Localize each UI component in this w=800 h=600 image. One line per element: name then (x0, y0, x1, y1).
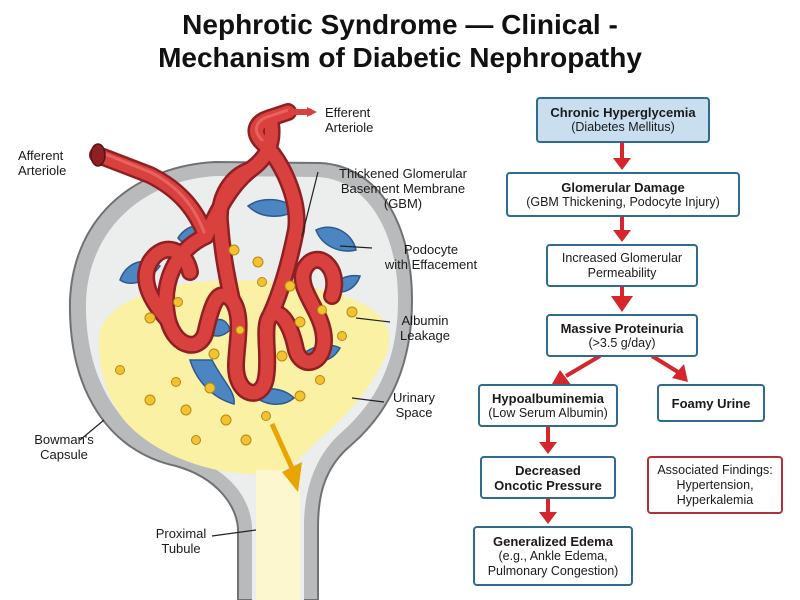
hyperglycemia-box: Chronic Hyperglycemia (Diabetes Mellitus… (536, 97, 710, 143)
leader-lines (79, 171, 391, 537)
edema-box: Generalized Edema (e.g., Ankle Edema, Pu… (473, 526, 633, 586)
associated-findings-box: Associated Findings: Hypertension, Hyper… (647, 456, 783, 514)
down-arrow-icon (269, 422, 302, 492)
capillary-tuft (89, 103, 344, 402)
afferent-opening (90, 143, 106, 167)
permeability-box: Increased Glomerular Permeability (546, 244, 698, 287)
title-line-1: Nephrotic Syndrome — Clinical - (182, 9, 618, 40)
title-line-2: Mechanism of Diabetic Nephropathy (158, 42, 642, 73)
hypoalbuminemia-box: Hypoalbuminemia (Low Serum Albumin) (478, 384, 618, 427)
oncotic-pressure-box: Decreased Oncotic Pressure (480, 456, 616, 499)
tubule-fluid (256, 470, 300, 600)
glomerular-damage-box: Glomerular Damage (GBM Thickening, Podoc… (506, 172, 740, 217)
albumin-particles (115, 244, 358, 446)
proteinuria-box: Massive Proteinuria (>3.5 g/day) (546, 314, 698, 357)
foamy-urine-box: Foamy Urine (657, 384, 765, 422)
page-title: Nephrotic Syndrome — Clinical - Mechanis… (0, 8, 800, 74)
